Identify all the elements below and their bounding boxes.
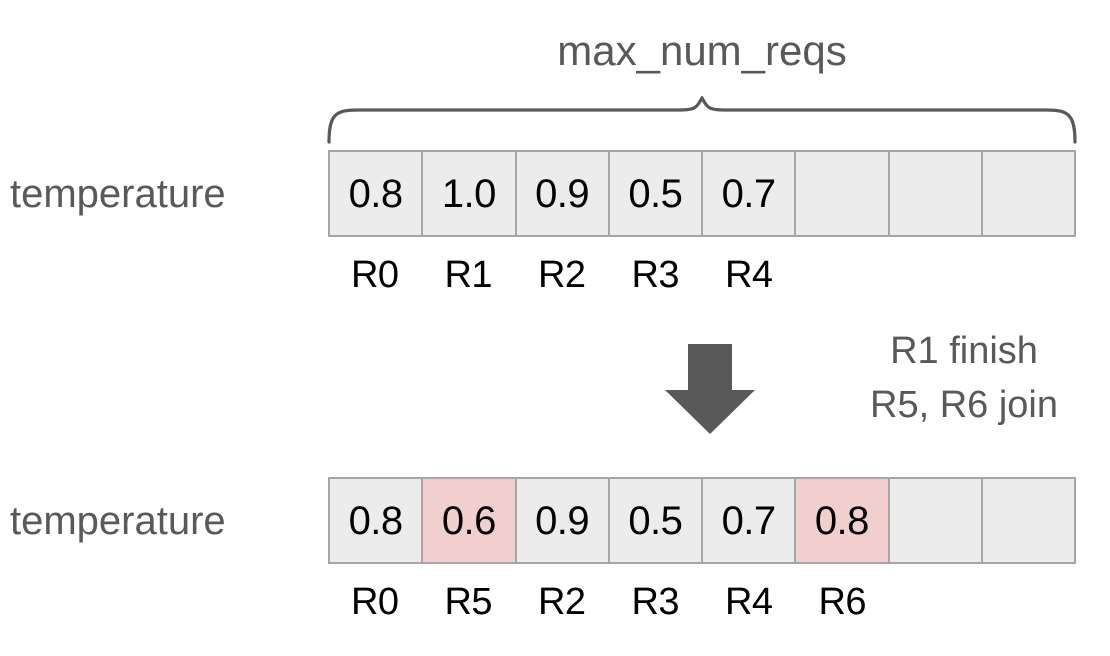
array-cell: 0.9 xyxy=(516,152,610,235)
max-num-reqs-label: max_num_reqs xyxy=(557,27,847,74)
array-cell: 0.7 xyxy=(703,152,797,235)
request-id-label: R3 xyxy=(631,581,680,623)
transition-note-line: R5, R6 join xyxy=(870,384,1058,426)
request-id-label: R5 xyxy=(444,581,493,623)
array-cell: 0.9 xyxy=(516,479,610,562)
array-cell xyxy=(889,479,983,562)
request-id-label xyxy=(983,252,1077,298)
request-id-label: R2 xyxy=(537,581,586,623)
down-arrow-icon xyxy=(665,344,755,434)
request-id-row-after: R0 R5 R2 R3 R4 R6 xyxy=(328,579,1076,625)
row-label-temperature-before: temperature xyxy=(10,172,226,216)
array-cell: 0.8 xyxy=(330,152,424,235)
array-cell xyxy=(889,152,983,235)
array-cell: 0.8 xyxy=(330,479,424,562)
array-cell: 0.6 xyxy=(423,479,517,562)
request-id-label: R1 xyxy=(444,254,493,296)
request-id-label xyxy=(796,252,890,298)
array-cell xyxy=(982,152,1074,235)
request-id-label xyxy=(889,252,983,298)
request-id-label xyxy=(889,579,983,625)
request-id-label: R0 xyxy=(350,581,399,623)
request-id-label: R3 xyxy=(631,254,680,296)
array-cell: 1.0 xyxy=(423,152,517,235)
curly-brace-icon xyxy=(327,96,1077,144)
row-label-temperature-after: temperature xyxy=(10,499,226,543)
array-cell: 0.5 xyxy=(609,152,703,235)
request-id-label xyxy=(983,579,1077,625)
array-cell: 0.7 xyxy=(703,479,797,562)
request-id-label: R4 xyxy=(724,581,773,623)
array-cell: 0.5 xyxy=(609,479,703,562)
array-cell xyxy=(982,479,1074,562)
request-id-label: R6 xyxy=(818,581,867,623)
transition-note-line: R1 finish xyxy=(890,330,1038,372)
request-id-label: R4 xyxy=(724,254,773,296)
request-id-label: R2 xyxy=(537,254,586,296)
array-cell xyxy=(796,152,890,235)
request-id-row-before: R0 R1 R2 R3 R4 xyxy=(328,252,1076,298)
request-id-label: R0 xyxy=(350,254,399,296)
array-cell: 0.8 xyxy=(796,479,890,562)
